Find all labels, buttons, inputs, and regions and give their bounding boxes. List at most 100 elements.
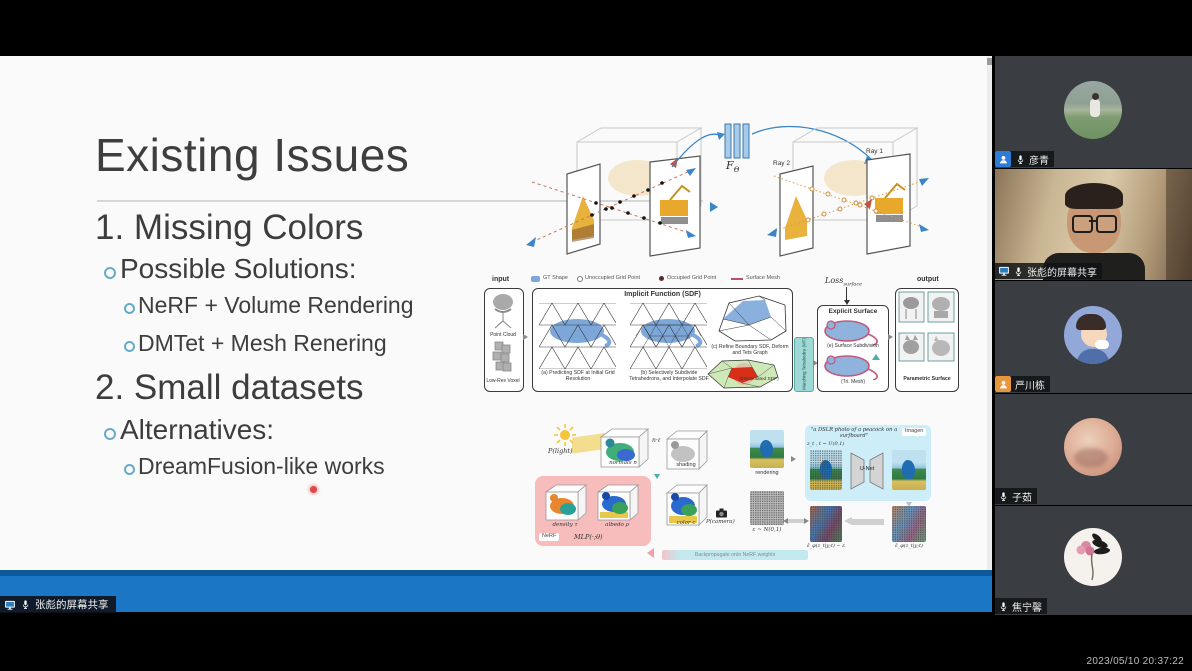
taskbar-blue-bar (0, 576, 992, 612)
avatar-shade (1074, 448, 1108, 468)
avatar-figure-head (1092, 93, 1099, 100)
nerf-ray2-label: Ray 2 (773, 160, 790, 167)
figure-dreamfusion: P(light) density τ albedo ρ (530, 418, 988, 566)
df-imagen-tag: Imagen (902, 428, 927, 436)
participant-tile-4[interactable]: 子茹 (995, 394, 1192, 505)
dmtet-sdf-box: Implicit Function (SDF) (a) Predicting S… (532, 288, 793, 392)
bullet-icon (124, 464, 135, 475)
df-noisy-latent-image (810, 450, 842, 490)
bullet-nerf-volume: NeRF + Volume Rendering (138, 292, 414, 318)
legend-surface-mesh: Surface Mesh (746, 275, 780, 281)
dmtet-explicit-box: Explicit Surface (e) Surface Subdivision… (817, 305, 889, 392)
df-mlp-label: MLP(·;θ) (574, 533, 603, 541)
df-density-label: density τ (552, 522, 578, 528)
arrow-icon (654, 474, 660, 479)
shared-slide: Existing Issues 1. Missing Colors Possib… (0, 56, 992, 570)
screen-share-pill: 张彪的屏幕共享 (0, 596, 116, 613)
df-normals-cube (599, 428, 650, 468)
participant-tile-3[interactable]: 严川栋 (995, 281, 1192, 393)
legend-unoccupied: Unoccupied Grid Point (585, 275, 641, 281)
dmtet-panel-a-graphic (539, 303, 616, 369)
df-eps-minus-label: ε̂_φ(z_t|y;t) − ε (807, 543, 845, 549)
df-albedo-label: albedo ρ (605, 522, 629, 528)
mic-icon (1000, 601, 1007, 611)
dmtet-output-label: output (917, 276, 939, 283)
df-albedo-cube (596, 484, 640, 521)
camera-icon (716, 508, 727, 518)
mic-icon (22, 600, 29, 609)
bullet-icon (104, 267, 116, 279)
avatar-body (1077, 349, 1109, 364)
nerf-diagram-graphic (526, 123, 929, 257)
participant-tile-5[interactable]: 焦宁馨 (995, 506, 1192, 615)
avatar (1064, 81, 1122, 139)
arrow-icon (852, 519, 884, 525)
df-colorc-label: color c (676, 520, 696, 526)
glasses-left (1072, 215, 1093, 233)
bullet-possible-solutions: Possible Solutions: (120, 253, 357, 284)
arrow-icon (906, 502, 912, 507)
arrow-icon (813, 360, 818, 366)
name-label: 严川栋 (995, 376, 1050, 392)
df-residual-image (810, 506, 842, 542)
df-eps-label: ε̂_φ(z_t|y;t) (895, 543, 923, 549)
participant-tile-2[interactable]: 张彪的屏幕共享 (995, 169, 1192, 280)
mic-icon (1015, 266, 1022, 276)
df-prompt-label: "a DSLR photo of a peacock on a surfboar… (810, 427, 898, 439)
name-label: 张彪的屏幕共享 (995, 263, 1102, 279)
dmtet-caption-e: (e) Surface Subdivision (827, 343, 879, 349)
df-unet-label: U-Net (859, 466, 875, 472)
dmtet-parametric-label: Parametric Surface (903, 376, 951, 382)
glasses-bridge (1089, 220, 1097, 222)
bullet-icon (124, 303, 135, 314)
monitor-icon (999, 266, 1009, 276)
bullet-icon (104, 428, 116, 440)
point-cloud-chair-graphic (493, 294, 513, 329)
df-backprop-arrow: Backpropagate onto NeRF weights (662, 550, 808, 560)
avatar-figure (1090, 99, 1100, 117)
background-shadow (1166, 169, 1192, 280)
df-nerf-tag: NeRF (539, 533, 560, 541)
df-rendering-label: rendering (755, 470, 779, 476)
df-shading-cube (665, 430, 708, 470)
bullet-alternatives: Alternatives: (120, 414, 275, 445)
legend-occupied: Occupied Grid Point (667, 275, 717, 281)
low-res-voxel-label: Low-Res Voxel (486, 378, 520, 384)
dmtet-caption-b: (b) Selectively Subdivide Tetrahedrons, … (629, 370, 709, 382)
dmtet-caption-interpolated: (Interpolated SDF) (739, 377, 779, 382)
legend-gt-shape: GT Shape (543, 275, 568, 281)
participant-name: 焦宁馨 (1012, 602, 1042, 614)
dmtet-tri-mesh-label: (Tri. Mesh) (841, 379, 865, 385)
dmtet-panel-interp-graphic (707, 359, 779, 389)
dmtet-mesh-mice-graphic (824, 320, 880, 380)
name-label: 焦宁馨 (995, 598, 1047, 614)
figure-dmtet: GT Shape Unoccupied Grid Point Occupied … (479, 272, 989, 398)
arrow-icon (888, 334, 893, 340)
screen-share-label: 张彪的屏幕共享 (35, 599, 109, 611)
mic-icon (1000, 491, 1007, 501)
participant-tile-1[interactable]: 彦青 (995, 56, 1192, 168)
legend-occupied-swatch (659, 276, 664, 281)
df-pcamera-label: P(camera) (706, 519, 735, 525)
scrollbar-thumb[interactable] (987, 58, 992, 65)
bullet-dreamfusion: DreamFusion-like works (138, 453, 385, 479)
arrow-icon (804, 518, 809, 524)
avatar (1064, 306, 1122, 364)
df-normals-label: normals n (609, 460, 637, 466)
bullet-icon (124, 341, 135, 352)
dmtet-loss-label: Losssurface (825, 276, 863, 288)
laser-pointer-dot (310, 486, 317, 493)
person-badge-icon (995, 376, 1011, 392)
arrow-icon (791, 456, 796, 462)
monitor-icon (5, 600, 15, 610)
avatar (1064, 418, 1122, 476)
glasses-right (1096, 215, 1117, 233)
slide-scrollbar[interactable] (987, 56, 992, 570)
df-ndotl-label: n·ℓ (652, 437, 661, 444)
legend-surface-mesh-swatch (731, 278, 743, 280)
bullet-missing-colors: 1. Missing Colors (95, 208, 364, 247)
name-label: 子茹 (995, 488, 1037, 504)
df-unet-graphic (850, 452, 884, 490)
dmtet-caption-a: (a) Predicting SDF at Initial Grid Resol… (541, 370, 615, 382)
